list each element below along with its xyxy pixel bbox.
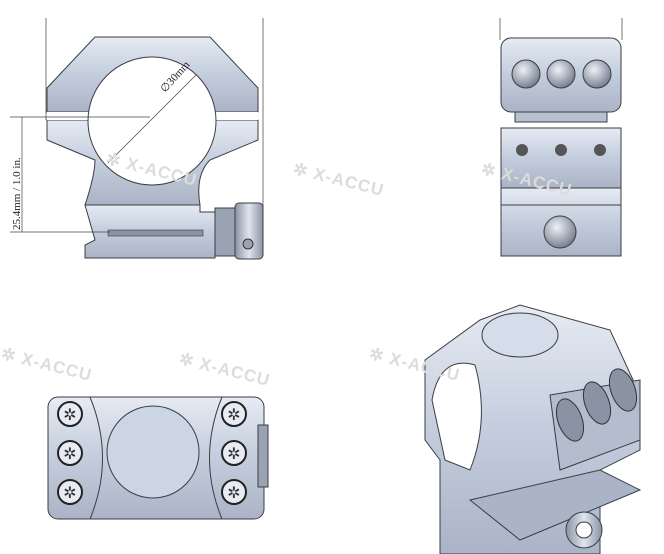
top-view: ✲ ✲ ✲ ✲ ✲ ✲: [47, 396, 269, 520]
front-view: 25.4mm / 1.0 in. ∅30mm: [10, 18, 264, 260]
nut-icon: [234, 202, 264, 260]
side-view: [499, 18, 623, 257]
screw-head-icon: [511, 59, 541, 89]
svg-text:✲: ✲: [63, 444, 76, 463]
screw-head-icon: [582, 59, 612, 89]
svg-text:✲: ✲: [63, 405, 76, 424]
torx-screw-icons: [57, 401, 247, 505]
svg-text:✲: ✲: [227, 483, 240, 502]
svg-text:✲: ✲: [63, 483, 76, 502]
height-dimension-label: 25.4mm / 1.0 in.: [11, 157, 23, 230]
svg-text:✲: ✲: [227, 444, 240, 463]
isometric-view: [424, 304, 642, 554]
svg-text:✲: ✲: [227, 405, 240, 424]
screw-head-icon: [546, 59, 576, 89]
